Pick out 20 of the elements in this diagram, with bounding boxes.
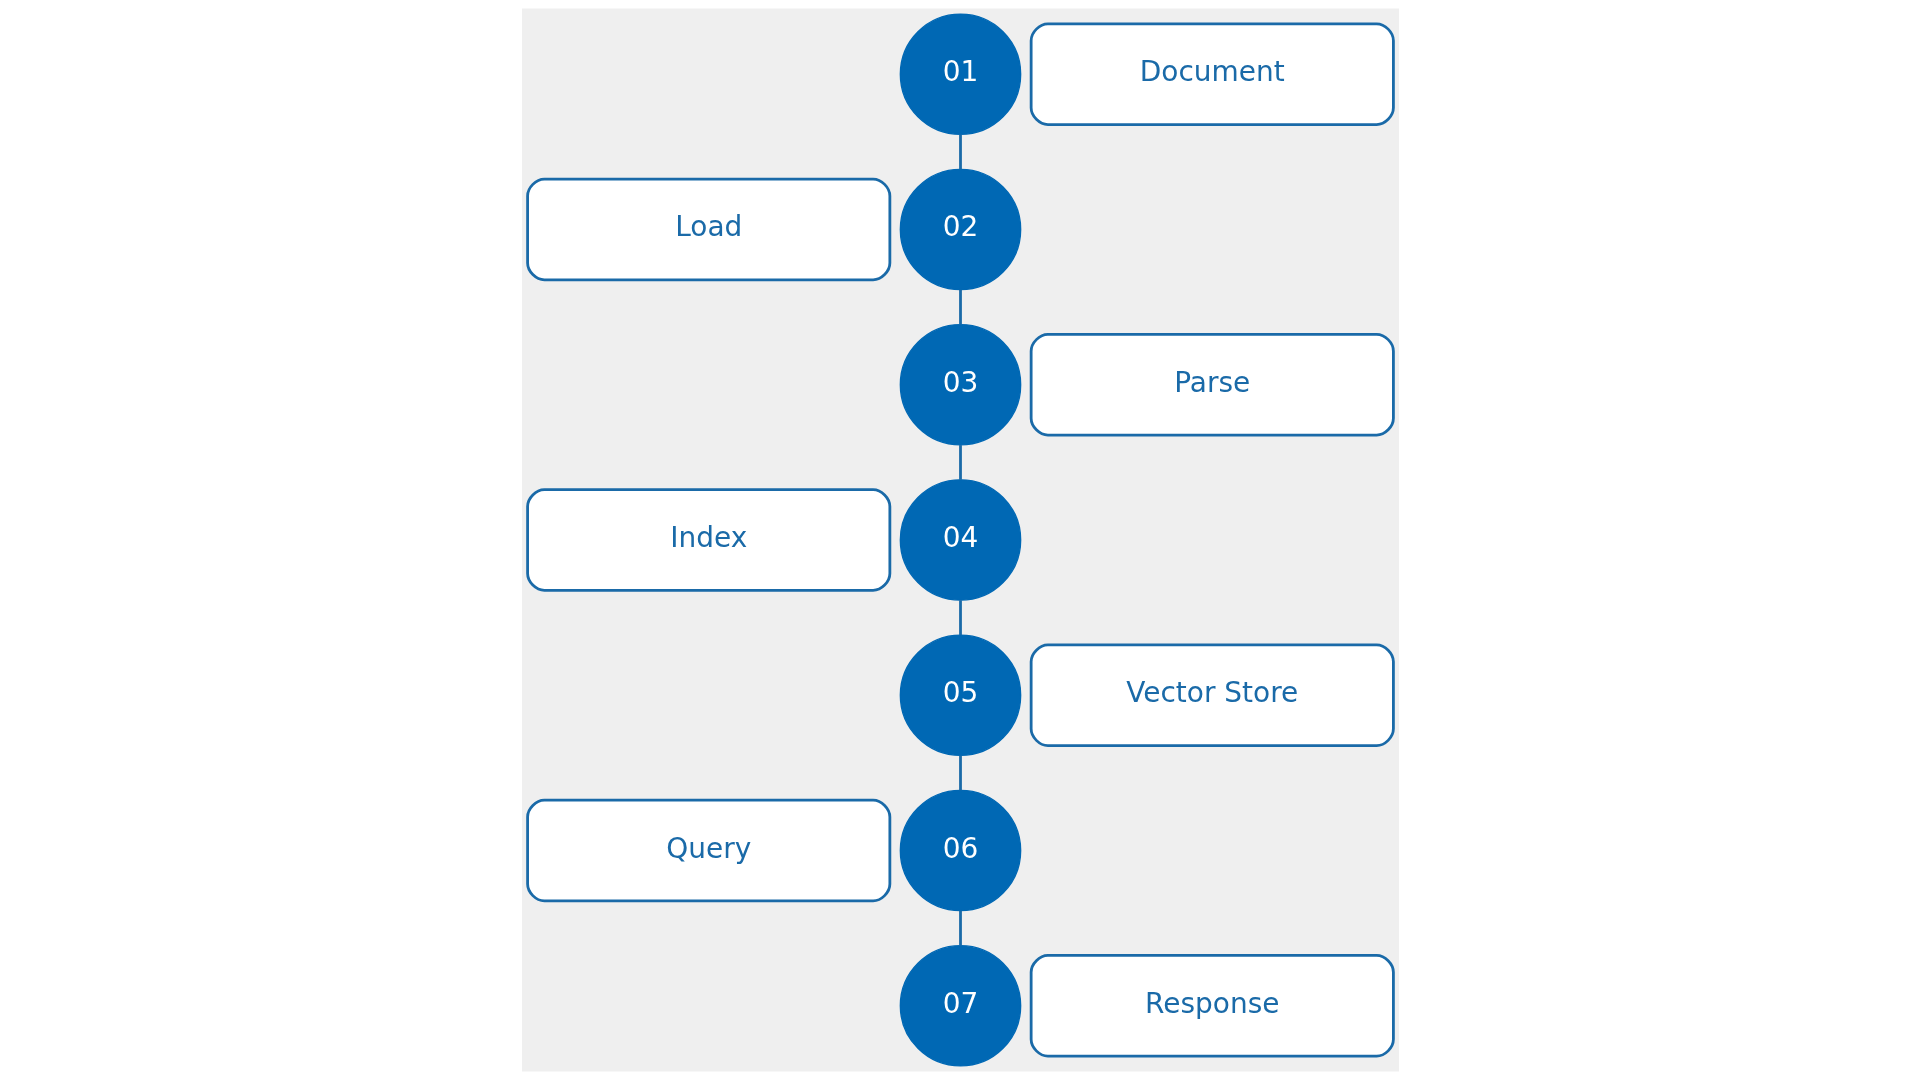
connector: [958, 600, 962, 636]
node-box: Response: [1029, 954, 1395, 1058]
node-box: Document: [1029, 22, 1395, 126]
node-box: Load: [525, 177, 891, 282]
node-circle: 04: [899, 479, 1021, 601]
node-box: Parse: [1029, 333, 1395, 437]
connector: [958, 289, 962, 325]
connector: [958, 910, 962, 946]
node-circle: 02: [899, 168, 1021, 291]
node-box: Index: [525, 488, 891, 592]
node-circle: 03: [899, 323, 1021, 446]
node-circle: 07: [899, 944, 1021, 1067]
connector: [958, 445, 962, 480]
node-box: Query: [525, 798, 891, 903]
node-circle: 01: [899, 13, 1021, 136]
node-box: Vector Store: [1029, 643, 1395, 747]
connector: [958, 134, 962, 170]
node-circle: 06: [899, 789, 1021, 912]
connector: [958, 755, 962, 791]
node-circle: 05: [899, 634, 1021, 757]
